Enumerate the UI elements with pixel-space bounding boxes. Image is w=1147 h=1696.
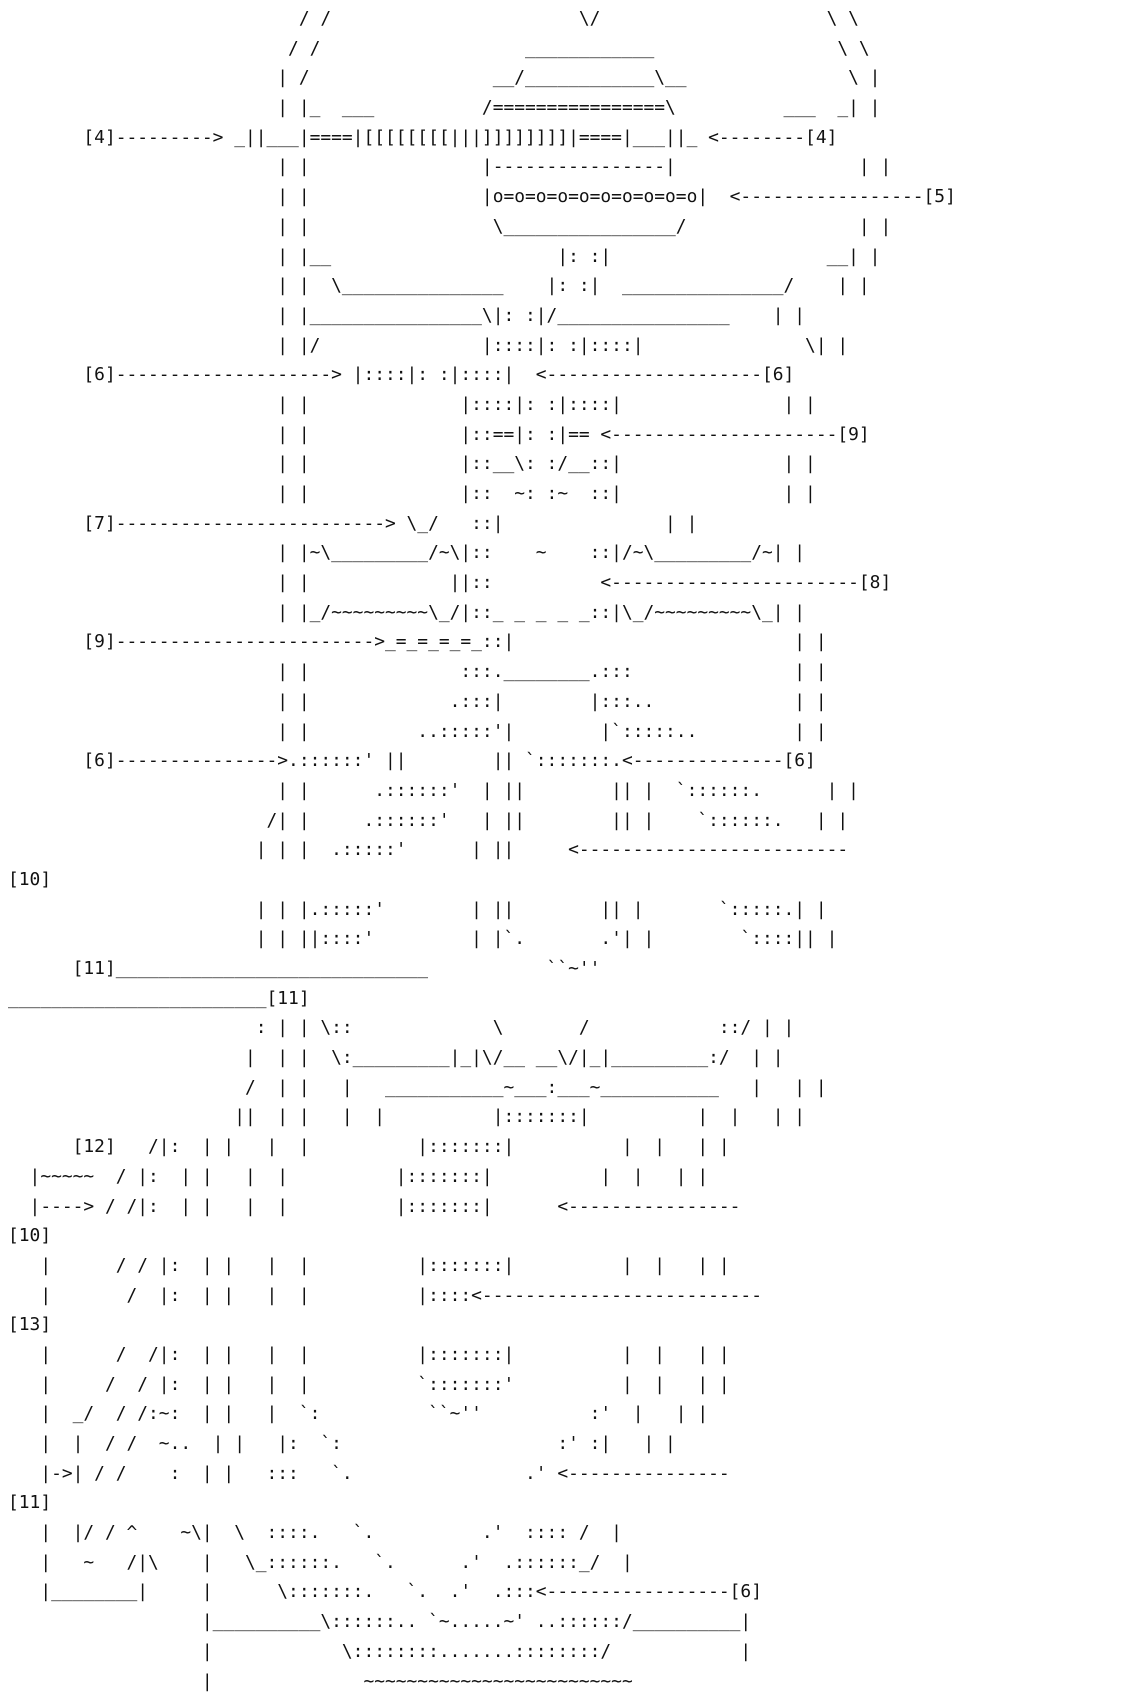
art-line: [6]--------------------> |::::|: :|::::|… bbox=[8, 360, 956, 390]
art-line: | | |::::|: :|::::| | | bbox=[8, 390, 956, 420]
art-line: | | / / ~.. | | |: `: :' :| | | bbox=[8, 1429, 956, 1459]
art-line: | |/ |::::|: :|::::| \| | bbox=[8, 331, 956, 361]
art-line: | | .::::::' | || || | `::::::. | | bbox=[8, 776, 956, 806]
art-line: || | | | | |:::::::| | | | | bbox=[8, 1102, 956, 1132]
art-line: | / /|: | | | | |:::::::| | | | | bbox=[8, 1340, 956, 1370]
art-line: [6]--------------->.::::::' || || `:::::… bbox=[8, 746, 956, 776]
art-line: | \::::::::.......::::::::/ | bbox=[8, 1637, 956, 1667]
art-line: [11]_____________________________ ``~'' bbox=[8, 954, 956, 984]
art-line: | | \________________/ | | bbox=[8, 212, 956, 242]
art-line: |________| | \:::::::. `. .' .:::<------… bbox=[8, 1577, 956, 1607]
art-line: | / |: | | | | |::::<-------------------… bbox=[8, 1281, 956, 1311]
art-line: | | |.:::::' | || || | `:::::.| | bbox=[8, 895, 956, 925]
art-line: / / ____________ \ \ bbox=[8, 34, 956, 64]
art-line: | | | .:::::' | || <--------------------… bbox=[8, 835, 956, 865]
art-line: | ~ /|\ | \_::::::. `. .' .::::::_/ | bbox=[8, 1548, 956, 1578]
art-line: [12] /|: | | | | |:::::::| | | | | bbox=[8, 1132, 956, 1162]
art-line: | | \_______________ |: :| _____________… bbox=[8, 271, 956, 301]
art-line: [11] bbox=[8, 1488, 956, 1518]
art-line: [7]-------------------------> \_/ ::| | … bbox=[8, 509, 956, 539]
art-line: / | | | ___________~___:___~___________ … bbox=[8, 1073, 956, 1103]
art-line: |~~~~~ / |: | | | | |:::::::| | | | | bbox=[8, 1162, 956, 1192]
art-line: ________________________[11] bbox=[8, 984, 956, 1014]
art-line: | |~\_________/~\|:: ~ ::|/~\_________/~… bbox=[8, 538, 956, 568]
art-line: | | .:::| |:::.. | | bbox=[8, 687, 956, 717]
art-line: [13] bbox=[8, 1310, 956, 1340]
art-line: | / / |: | | | | |:::::::| | | | | bbox=[8, 1251, 956, 1281]
art-line: [10] bbox=[8, 865, 956, 895]
art-line: | |________________\|: :|/______________… bbox=[8, 301, 956, 331]
art-line: | | ||:: <-----------------------[8] bbox=[8, 568, 956, 598]
ascii-art-diagram: / / \/ \ \ / / ____________ \ \ | / __/_… bbox=[8, 4, 956, 1696]
art-line: |__________\::::::.. `~.....~' ..::::::/… bbox=[8, 1607, 956, 1637]
art-line: |----> / /|: | | | | |:::::::| <--------… bbox=[8, 1192, 956, 1222]
art-line: | |_ ___ /================\ ___ _| | bbox=[8, 93, 956, 123]
art-line: | |_/~~~~~~~~~\_/|::_ _ _ _ _::|\_/~~~~~… bbox=[8, 598, 956, 628]
art-line: | |__ |: :| __| | bbox=[8, 242, 956, 272]
art-line: | | ||::::' | |`. .'| | `::::|| | bbox=[8, 924, 956, 954]
art-line: | | |:: ~: :~ ::| | | bbox=[8, 479, 956, 509]
art-line: | | |o=o=o=o=o=o=o=o=o=o| <-------------… bbox=[8, 182, 956, 212]
art-line: [4]---------> _||___|====|[[[[[[[[|||]]]… bbox=[8, 123, 956, 153]
art-line: | | |::__\: :/__::| | | bbox=[8, 449, 956, 479]
art-line: | | ..:::::'| |`:::::.. | | bbox=[8, 717, 956, 747]
art-line: [10] bbox=[8, 1221, 956, 1251]
art-line: | | :::.________.::: | | bbox=[8, 657, 956, 687]
art-line: [9]------------------------>_=_=_=_=_::|… bbox=[8, 627, 956, 657]
art-line: | / / |: | | | | `:::::::' | | | | bbox=[8, 1370, 956, 1400]
art-line: | _/ / /:~: | | | `: ``~'' :' | | | bbox=[8, 1399, 956, 1429]
art-line: | | |----------------| | | bbox=[8, 152, 956, 182]
art-line: /| | .::::::' | || || | `::::::. | | bbox=[8, 806, 956, 836]
art-line: / / \/ \ \ bbox=[8, 4, 956, 34]
art-line: : | | \:: \ / ::/ | | bbox=[8, 1013, 956, 1043]
art-line: | | | \:_________|_|\/__ __\/|_|________… bbox=[8, 1043, 956, 1073]
art-line: | | |::==|: :|== <---------------------[… bbox=[8, 420, 956, 450]
art-line: | / __/____________\__ \ | bbox=[8, 63, 956, 93]
art-line: |->| / / : | | ::: `. .' <--------------… bbox=[8, 1459, 956, 1489]
art-line: | |/ / ^ ~\| \ ::::. `. .' :::: / | bbox=[8, 1518, 956, 1548]
art-line: | ~~~~~~~~~~~~~~~~~~~~~~~~~ bbox=[8, 1667, 956, 1696]
